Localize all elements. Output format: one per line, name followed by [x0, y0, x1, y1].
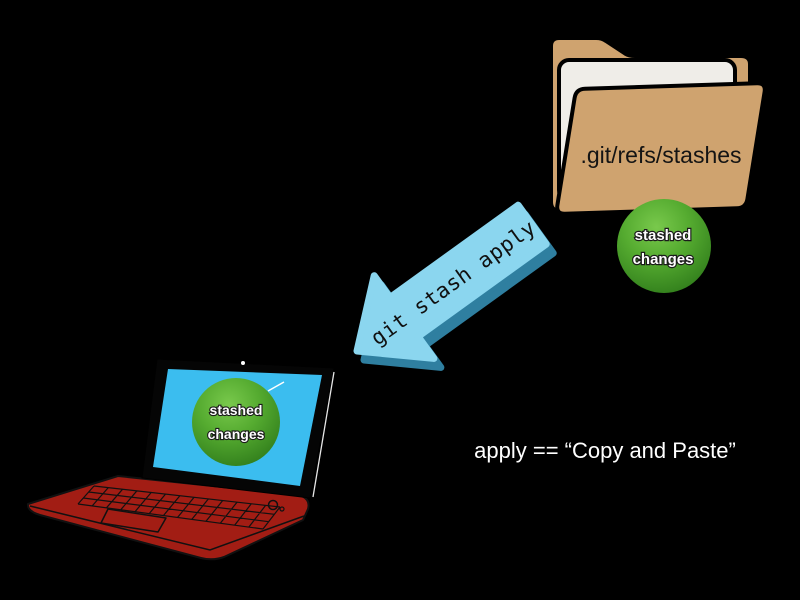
ball-label-line1: stashed — [635, 227, 692, 244]
stash-folder: .git/refs/stashes — [549, 36, 767, 216]
laptop-power-button-icon — [267, 499, 279, 511]
laptop: stashed changes — [26, 358, 335, 561]
lid-edge-highlight — [312, 371, 335, 498]
laptop-trackpad — [100, 508, 167, 533]
stashed-changes-ball-folder: stashed changes — [617, 199, 711, 293]
laptop-keyboard — [77, 485, 281, 530]
folder-path-label: .git/refs/stashes — [580, 142, 741, 168]
arrow-top-face — [353, 201, 550, 362]
webcam-dot-icon — [241, 361, 245, 365]
laptop-base-crease — [29, 505, 305, 551]
green-ball-icon — [617, 199, 711, 293]
folder-front-icon — [555, 81, 767, 216]
green-ball-icon — [192, 378, 280, 466]
ball-label-line2: changes — [633, 251, 694, 268]
ball-label-line2: changes — [208, 426, 265, 442]
stashed-changes-ball-laptop: stashed changes — [192, 378, 280, 466]
ball-label-line1: stashed — [210, 402, 263, 418]
laptop-base — [26, 475, 310, 561]
laptop-power-dot-icon — [279, 506, 285, 512]
caption-apply-copy-paste: apply == “Copy and Paste” — [474, 438, 736, 463]
screen-reflection-streak — [267, 381, 285, 392]
